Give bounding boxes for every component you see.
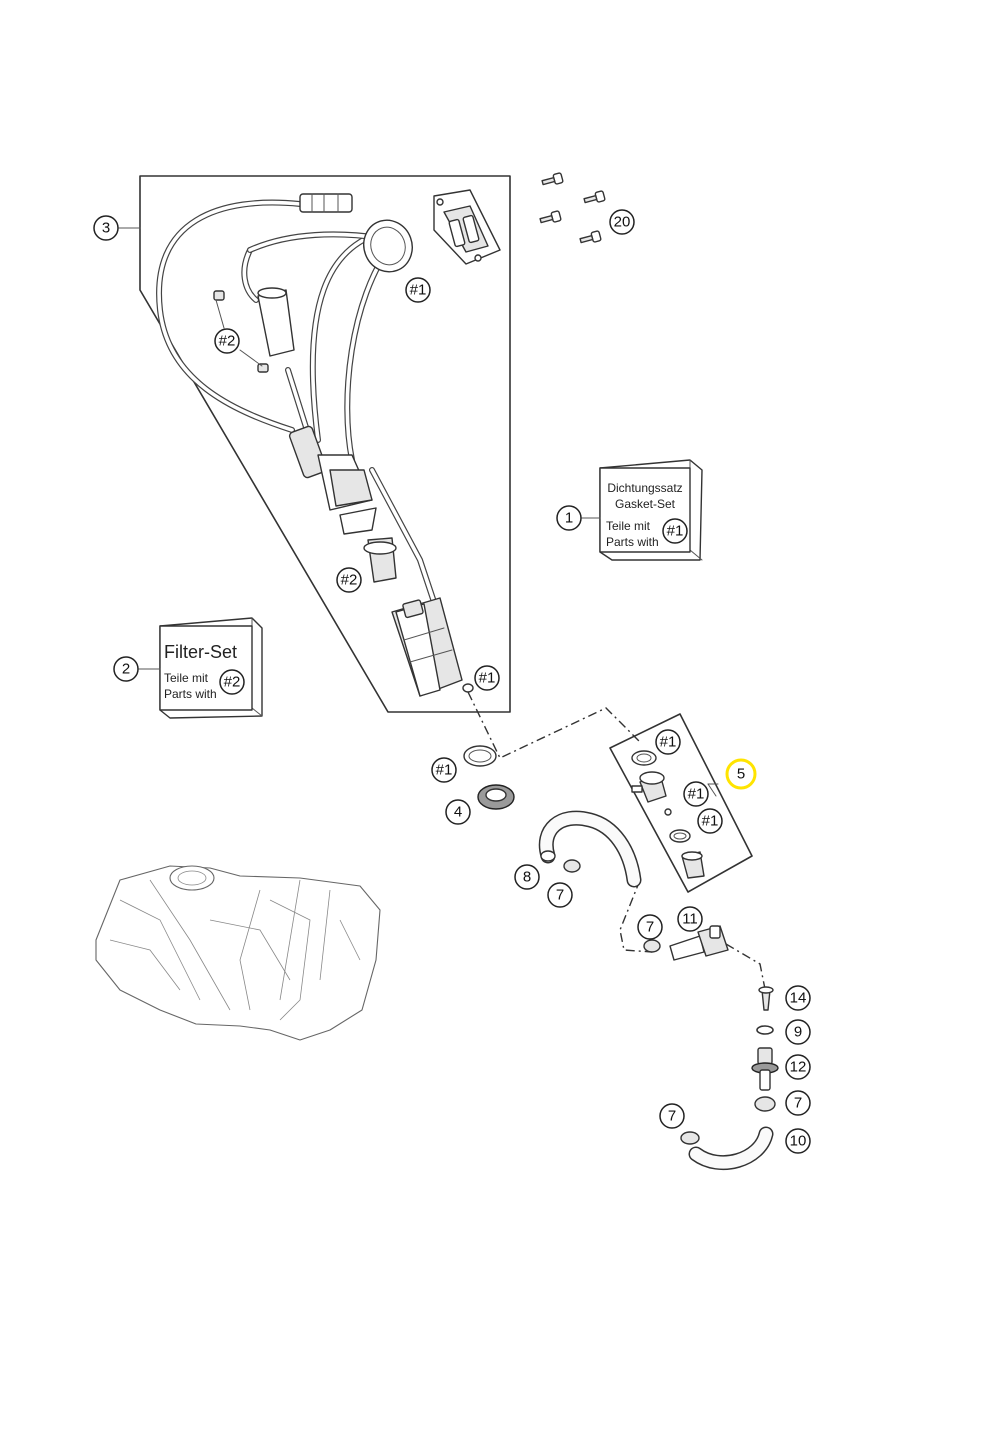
screws-part-20 <box>539 172 606 244</box>
callout-ref2-filter-box: #2 <box>219 669 245 695</box>
svg-text:5: 5 <box>737 766 745 783</box>
svg-text:#1: #1 <box>667 523 684 540</box>
svg-text:#2: #2 <box>341 572 358 589</box>
hose-part-8 <box>538 810 642 888</box>
callout-ref1-o-ring: #1 <box>431 757 457 783</box>
svg-text:#2: #2 <box>224 674 241 691</box>
svg-text:4: 4 <box>454 804 462 821</box>
callout-7-lower-hose: 7 <box>659 1103 685 1129</box>
callout-8: 8 <box>514 864 540 890</box>
svg-text:7: 7 <box>646 919 654 936</box>
gasket-set-box: Dichtungssatz Gasket-Set Teile mit Parts… <box>599 459 703 561</box>
leader-lines <box>118 227 719 797</box>
right-column-parts <box>680 986 779 1171</box>
svg-text:12: 12 <box>790 1059 807 1076</box>
svg-text:#1: #1 <box>660 734 677 751</box>
filter-box-line1: Teile mit <box>164 671 209 685</box>
svg-text:7: 7 <box>556 887 564 904</box>
svg-text:10: 10 <box>790 1133 807 1150</box>
callout-2: 2 <box>113 656 139 682</box>
callout-4: 4 <box>445 799 471 825</box>
callout-ref1-flange: #1 <box>405 277 431 303</box>
svg-text:#1: #1 <box>410 282 427 299</box>
svg-text:1: 1 <box>565 510 573 527</box>
svg-text:8: 8 <box>523 869 531 886</box>
svg-text:7: 7 <box>668 1108 676 1125</box>
svg-text:#1: #1 <box>436 762 453 779</box>
callout-ref2-filter: #2 <box>214 328 240 354</box>
svg-text:#2: #2 <box>219 333 236 350</box>
callout-10: 10 <box>785 1128 811 1154</box>
filter-box-title: Filter-Set <box>164 642 237 662</box>
fuel-pump-assembly <box>139 175 511 713</box>
o-ring-and-seal <box>463 745 515 810</box>
svg-text:3: 3 <box>102 220 110 237</box>
svg-text:9: 9 <box>794 1024 802 1041</box>
filter-set-box: Filter-Set Teile mit Parts with <box>159 617 263 719</box>
gasket-box-line1: Dichtungssatz <box>607 481 682 495</box>
callout-ref1-pump: #1 <box>474 665 500 691</box>
gasket-box-line2: Gasket-Set <box>615 497 676 511</box>
svg-text:#1: #1 <box>702 813 719 830</box>
svg-text:11: 11 <box>682 911 698 928</box>
callout-7-connector: 7 <box>637 914 663 940</box>
callout-7-hose: 7 <box>547 882 573 908</box>
quick-connector-part-11 <box>643 925 729 961</box>
connection-line <box>467 691 641 759</box>
svg-text:2: 2 <box>122 661 130 678</box>
callout-20: 20 <box>609 209 635 235</box>
pump-flange-cap <box>433 189 501 265</box>
callout-ref1-valve-low: #1 <box>697 808 723 834</box>
callout-11: 11 <box>677 906 703 932</box>
svg-text:20: 20 <box>614 214 631 231</box>
callout-14: 14 <box>785 985 811 1011</box>
valve-kit-part-5 <box>609 713 753 893</box>
callout-5-highlighted: 5 <box>725 758 757 790</box>
callout-3: 3 <box>93 215 119 241</box>
callout-ref1-valve-top: #1 <box>655 729 681 755</box>
gasket-box-line3: Teile mit <box>606 519 651 533</box>
svg-text:7: 7 <box>794 1095 802 1112</box>
svg-text:14: 14 <box>790 990 807 1007</box>
gasket-box-line4: Parts with <box>606 535 659 549</box>
connection-line-lower <box>619 879 653 953</box>
callout-9: 9 <box>785 1019 811 1045</box>
callout-ref1-gasket-box: #1 <box>662 518 688 544</box>
callout-ref2-seal: #2 <box>336 567 362 593</box>
svg-text:#1: #1 <box>688 786 705 803</box>
callout-ref1-valve-mid: #1 <box>683 781 709 807</box>
callout-7-right: 7 <box>785 1090 811 1116</box>
fuel-tank <box>95 865 381 1041</box>
callout-12: 12 <box>785 1054 811 1080</box>
filter-box-line2: Parts with <box>164 687 217 701</box>
svg-text:#1: #1 <box>479 670 496 687</box>
connection-line-right <box>725 943 767 995</box>
callout-1: 1 <box>556 505 582 531</box>
